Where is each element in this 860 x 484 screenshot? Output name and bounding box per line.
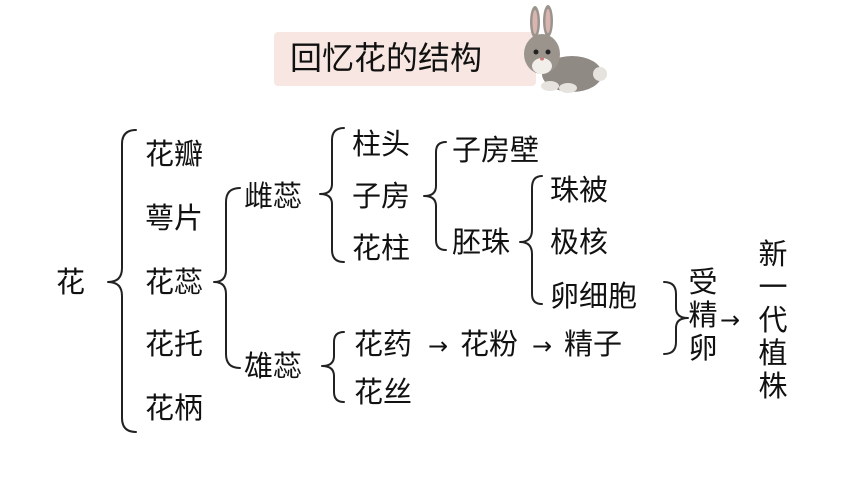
node-pollen: 花粉 (460, 327, 519, 361)
node-integument: 珠被 (550, 173, 609, 207)
brace-ovule (519, 175, 543, 305)
node-style: 花柱 (352, 231, 411, 265)
rabbit-icon (524, 5, 607, 93)
arrow-pollen-sperm: → (532, 332, 553, 360)
node-new-plant: 新一代植株 (758, 237, 788, 403)
node-stigma: 柱头 (352, 127, 411, 161)
page-title: 回忆花的结构 (290, 39, 483, 77)
brace-stamen-group (213, 187, 241, 369)
node-receptacle: 花托 (145, 327, 204, 361)
node-root: 花 (56, 265, 86, 299)
node-polar-nuclei: 极核 (550, 225, 609, 259)
node-stamen: 雄蕊 (244, 349, 303, 383)
arrow-anther-pollen: → (428, 332, 449, 360)
brace-pistil (319, 127, 345, 263)
node-petal: 花瓣 (145, 137, 204, 171)
arrow-egg-plant: → (720, 306, 741, 334)
brace-stamen (321, 331, 345, 403)
node-ovary: 子房 (352, 179, 411, 213)
node-egg-cell: 卵细胞 (550, 279, 638, 313)
title-banner (274, 32, 536, 86)
node-stamen-pistil: 花蕊 (145, 265, 204, 299)
node-filament: 花丝 (354, 375, 413, 409)
brace-root (107, 129, 137, 433)
node-sperm: 精子 (564, 327, 623, 361)
node-fertilized-egg: 受精卵 (688, 265, 718, 365)
node-ovary-wall: 子房壁 (452, 133, 540, 167)
brace-fertilization (663, 281, 689, 355)
node-pistil: 雌蕊 (244, 179, 303, 213)
node-sepal: 萼片 (145, 201, 204, 235)
node-pedicel: 花柄 (145, 391, 204, 425)
node-ovule: 胚珠 (452, 225, 511, 259)
node-anther: 花药 (354, 327, 413, 361)
brace-ovary (423, 141, 447, 251)
